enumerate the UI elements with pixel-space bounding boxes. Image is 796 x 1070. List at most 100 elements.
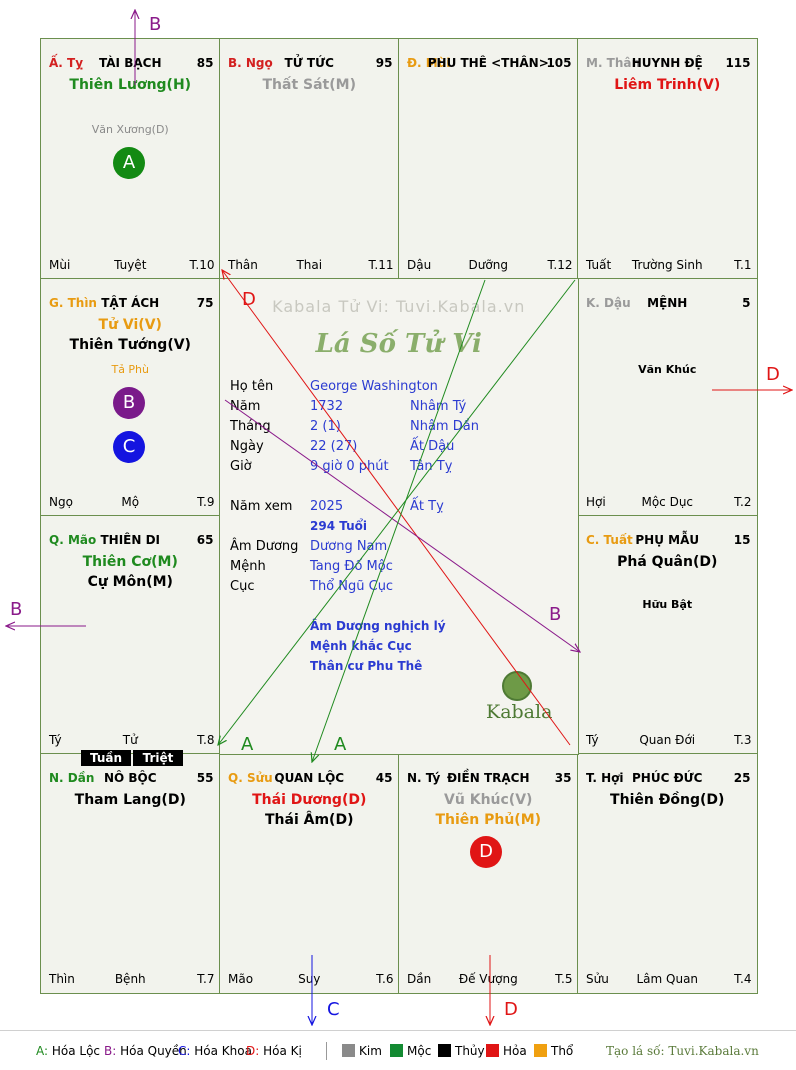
minor-star: Văn Xương(D) — [91, 123, 169, 136]
arrow-label-c-bottom: C — [327, 999, 340, 1020]
palace-branch: Ấ. Tỵ — [49, 56, 84, 70]
legend-element-item: Thổ — [534, 1044, 573, 1058]
legend-hoa-item: A: Hóa Lộc — [36, 1044, 100, 1058]
triet-tag: Triệt — [133, 750, 183, 766]
legend-site-link[interactable]: Tạo lá số: Tuvi.Kabala.vn — [606, 1044, 759, 1058]
major-star: Thiên Đồng(D) — [610, 792, 725, 808]
palace-stage: Đế Vượng — [458, 971, 518, 986]
info-value-canchi: Ất Dậu — [410, 439, 455, 454]
element-swatch — [342, 1044, 355, 1057]
palace-name: ĐIỀN TRẠCH — [447, 771, 530, 785]
palace-stage: Tuyệt — [114, 257, 147, 272]
palace-stage: Mộc Dục — [641, 494, 694, 509]
palace-branch: Q. Mão — [49, 533, 97, 547]
palace-name: QUAN LỘC — [274, 771, 345, 785]
palace-branch-bottom: Hợi — [586, 494, 606, 509]
palace-month: T.1 — [734, 257, 752, 272]
legend-hoa-key: B: — [104, 1044, 121, 1058]
info-value: Thổ Ngũ Cục — [310, 579, 394, 594]
minor-star: Tả Phù — [111, 363, 150, 376]
palace-number: 115 — [725, 56, 751, 70]
palace-name: NÔ BỘC — [103, 771, 157, 785]
palace-month: T.9 — [197, 494, 215, 509]
info-label: Mệnh — [230, 559, 266, 574]
palace-stage: Suy — [298, 971, 321, 986]
palace-month: T.6 — [376, 971, 394, 986]
palace-stage: Dưỡng — [468, 257, 508, 272]
major-star: Tham Lang(D) — [74, 792, 186, 808]
major-star: Phá Quân(D) — [617, 554, 718, 570]
palace-branch-bottom: Tuất — [586, 257, 612, 272]
brand-name: Kabala — [486, 701, 553, 723]
legend-element-item: Mộc — [390, 1044, 431, 1058]
hoa-badge-d: D — [470, 836, 502, 868]
chart-note: Mệnh khắc Cục — [310, 639, 412, 653]
info-value-canchi: Nhâm Dần — [410, 419, 479, 434]
palace-name: TÀI BẠCH — [99, 56, 162, 70]
legend-hoa-label: Hóa Quyền — [120, 1044, 187, 1058]
palace-month: T.8 — [197, 732, 215, 747]
palace-number: 45 — [375, 771, 393, 785]
palace-branch-bottom: Mùi — [49, 257, 71, 272]
palace-branch: M. Thân — [586, 56, 641, 70]
major-star: Thái Dương(D) — [252, 792, 367, 808]
legend-hoa-key: A: — [36, 1044, 52, 1058]
palace-branch: C. Tuất — [586, 533, 633, 547]
major-star: Thiên Lương(H) — [69, 77, 192, 93]
info-value: 2 (1) — [310, 419, 341, 434]
palace-number: 55 — [196, 771, 214, 785]
palace-month: T.7 — [197, 971, 215, 986]
palace-month: T.4 — [734, 971, 752, 986]
palace-branch-bottom: Tý — [49, 732, 62, 747]
legend-element-label: Hỏa — [503, 1044, 527, 1058]
info-label: Tháng — [230, 419, 271, 434]
legend-element-item: Hỏa — [486, 1044, 527, 1058]
info-value-canchi: Nhâm Tý — [410, 399, 467, 414]
info-label: Giờ — [230, 459, 252, 474]
palace-number: 65 — [196, 533, 214, 547]
palace-month: T.3 — [734, 732, 752, 747]
minor-star: Văn Khúc — [638, 363, 697, 376]
palace-number: 5 — [742, 296, 751, 310]
palace-stage: Trường Sinh — [631, 257, 703, 272]
info-value: Dương Nam — [310, 539, 388, 554]
major-star: Vũ Khúc(V) — [444, 792, 533, 808]
palace-number: 105 — [546, 56, 572, 70]
palace-stage: Quan Đới — [639, 732, 696, 747]
palace-name: THIÊN DI — [100, 533, 161, 547]
palace-branch: K. Dậu — [586, 296, 631, 310]
hoa-badge-b: B — [113, 387, 145, 419]
palace-branch-bottom: Sửu — [586, 971, 609, 986]
major-star: Thiên Phủ(M) — [435, 812, 542, 828]
palace-stage: Tử — [122, 732, 138, 747]
info-value: George Washington — [310, 379, 438, 394]
major-star: Liêm Trinh(V) — [614, 77, 721, 93]
palace-name: PHỤ MẪU — [635, 533, 700, 547]
info-value: 22 (27) — [310, 439, 358, 454]
palace-name: TẬT ÁCH — [101, 296, 160, 310]
palace-branch: T. Hợi — [586, 771, 624, 785]
info-label: Họ tên — [230, 379, 274, 394]
legend-hoa-label: Hóa Kị — [263, 1044, 302, 1058]
palace-branch: N. Tý — [407, 771, 441, 785]
palace-name: PHU THÊ <THÂN> — [427, 56, 549, 70]
chart-note: Âm Dương nghịch lý — [310, 619, 446, 633]
legend-element-label: Thổ — [551, 1044, 574, 1058]
info-label: Âm Dương — [230, 539, 299, 554]
info-value: Tang Đố Mộc — [310, 559, 393, 574]
arrow-label-b-top: B — [149, 14, 161, 35]
